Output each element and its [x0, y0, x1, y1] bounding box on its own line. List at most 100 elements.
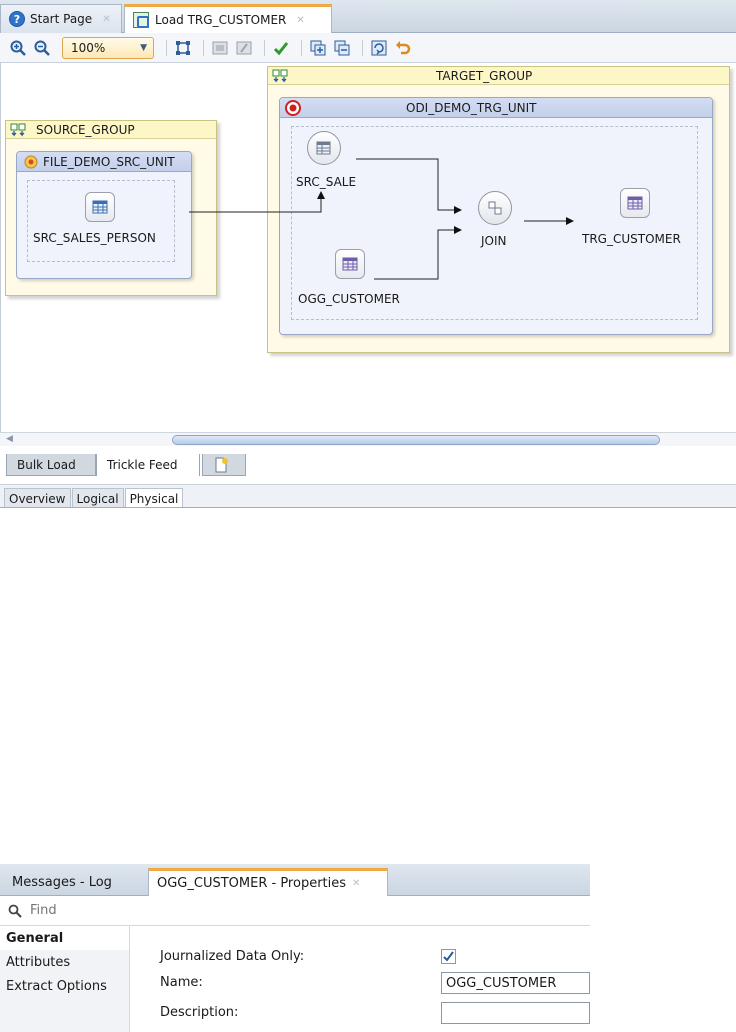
- target-group-title: TARGET_GROUP: [436, 68, 533, 83]
- datastore-icon: [316, 141, 331, 155]
- nav-label: Attributes: [6, 954, 71, 970]
- description-label: Description:: [160, 1005, 239, 1020]
- editor-tab-bar: ? Start Page ✕ Load TRG_CUSTOMER ✕: [0, 0, 736, 33]
- tab-label: Physical: [129, 491, 179, 506]
- tab-label: Trickle Feed: [107, 458, 178, 472]
- journalized-checkbox[interactable]: [441, 949, 456, 964]
- close-icon[interactable]: ✕: [102, 13, 111, 25]
- name-value: OGG_CUSTOMER: [446, 975, 557, 991]
- source-group-title: SOURCE_GROUP: [36, 122, 135, 137]
- tab-label: Load TRG_CUSTOMER: [155, 13, 287, 27]
- group-icon: [272, 69, 288, 83]
- node-label-join: JOIN: [481, 234, 507, 248]
- name-field[interactable]: OGG_CUSTOMER: [441, 972, 590, 994]
- tab-overview[interactable]: Overview: [4, 488, 71, 508]
- nav-item-attributes[interactable]: Attributes: [0, 950, 129, 974]
- source-node-ogg-customer[interactable]: [335, 249, 365, 279]
- undo-icon[interactable]: [393, 38, 413, 58]
- tab-label: Start Page: [30, 12, 93, 26]
- target-unit[interactable]: ODI_DEMO_TRG_UNIT SRC_SALE JOIN TRG_CUST…: [279, 97, 713, 335]
- tab-label: Bulk Load: [17, 457, 76, 472]
- checkmark-icon: [443, 951, 454, 962]
- connector-src-sales-person: [189, 191, 325, 213]
- collapse-all-icon[interactable]: [332, 38, 352, 58]
- properties-panel: Messages - Log OGG_CUSTOMER - Properties…: [0, 864, 590, 1032]
- source-node-src-sale[interactable]: [307, 131, 341, 165]
- join-icon: [488, 201, 502, 215]
- layout-icon[interactable]: [210, 38, 230, 58]
- target-unit-title: ODI_DEMO_TRG_UNIT: [406, 100, 537, 115]
- source-unit-header: FILE_DEMO_SRC_UNIT: [17, 152, 191, 172]
- fit-to-window-icon[interactable]: [173, 38, 193, 58]
- mapping-editor: ? Start Page ✕ Load TRG_CUSTOMER ✕ 100% …: [0, 0, 736, 508]
- target-icon: [285, 99, 301, 116]
- table-icon: [627, 196, 643, 210]
- zoom-in-icon[interactable]: [8, 38, 28, 58]
- file-datastore-icon: [24, 155, 38, 168]
- zoom-select[interactable]: 100% ▼: [62, 36, 154, 59]
- toolbar-separator: [203, 39, 204, 56]
- divider: [0, 507, 736, 508]
- node-label-src-sale: SRC_SALE: [296, 175, 357, 189]
- diagram-toolbar: 100% ▼: [0, 33, 736, 63]
- connector-src-sale-join: [356, 158, 462, 214]
- toolbar-separator: [166, 39, 167, 56]
- nav-item-general[interactable]: General: [0, 926, 129, 950]
- target-node-trg-customer[interactable]: [620, 188, 650, 218]
- connector-ogg-customer-join: [374, 226, 462, 280]
- nav-label: General: [6, 930, 64, 946]
- tab-physical[interactable]: Physical: [124, 488, 184, 508]
- tab-ogg-customer-properties[interactable]: OGG_CUSTOMER - Properties ✕: [148, 868, 388, 896]
- diagram-connectors: [189, 158, 574, 280]
- source-group[interactable]: SOURCE_GROUP FILE_DEMO_SRC_UNIT SRC_SALE…: [5, 120, 217, 296]
- properties-nav: General Attributes Extract Options: [0, 926, 130, 1032]
- group-icon: [10, 123, 26, 137]
- tab-start-page[interactable]: ? Start Page ✕: [0, 4, 122, 33]
- find-bar: [0, 896, 590, 926]
- source-group-header: SOURCE_GROUP: [6, 121, 216, 139]
- expand-all-icon[interactable]: [308, 38, 328, 58]
- scroll-left-icon[interactable]: ◀: [6, 434, 13, 444]
- tab-label: Logical: [76, 491, 119, 506]
- node-label-trg-customer: TRG_CUSTOMER: [582, 232, 681, 246]
- zoom-value: 100%: [71, 40, 106, 55]
- zoom-out-icon[interactable]: [32, 38, 52, 58]
- datastore-node[interactable]: [85, 192, 115, 222]
- source-unit-area: [27, 180, 175, 262]
- refresh-icon[interactable]: [369, 38, 389, 58]
- tab-messages-log[interactable]: Messages - Log: [4, 868, 120, 896]
- tab-trickle-feed[interactable]: Trickle Feed: [96, 454, 200, 476]
- grid-icon[interactable]: [234, 38, 254, 58]
- description-field[interactable]: [441, 1002, 590, 1024]
- source-unit[interactable]: FILE_DEMO_SRC_UNIT SRC_SALES_PERSON: [16, 151, 192, 279]
- nav-label: Extract Options: [6, 978, 107, 994]
- diagram-canvas[interactable]: SOURCE_GROUP FILE_DEMO_SRC_UNIT SRC_SALE…: [0, 63, 736, 432]
- join-node[interactable]: [478, 191, 512, 225]
- journalized-label: Journalized Data Only:: [160, 949, 305, 964]
- close-icon[interactable]: ✕: [296, 14, 305, 26]
- new-deployment-button[interactable]: [202, 454, 246, 476]
- node-label-ogg-customer: OGG_CUSTOMER: [298, 292, 400, 306]
- scrollbar-thumb[interactable]: [172, 435, 660, 445]
- node-label-src-sales-person: SRC_SALES_PERSON: [33, 231, 156, 245]
- tab-label: Overview: [9, 491, 66, 506]
- close-icon[interactable]: ✕: [352, 878, 361, 889]
- validate-icon[interactable]: [271, 38, 291, 58]
- name-label: Name:: [160, 975, 203, 990]
- nav-item-extract-options[interactable]: Extract Options: [0, 974, 129, 998]
- target-group[interactable]: TARGET_GROUP ODI_DEMO_TRG_UNIT SRC_SALE …: [267, 66, 730, 353]
- find-input[interactable]: [30, 903, 430, 918]
- properties-tab-bar: Messages - Log OGG_CUSTOMER - Properties…: [0, 864, 590, 896]
- help-icon: ?: [9, 11, 25, 27]
- deployment-tabs: Bulk Load Trickle Feed: [0, 446, 736, 480]
- tab-logical[interactable]: Logical: [71, 488, 124, 508]
- tab-bulk-load[interactable]: Bulk Load: [6, 454, 96, 476]
- target-group-header: TARGET_GROUP: [268, 67, 729, 85]
- view-tabs: Overview Logical Physical: [0, 484, 736, 508]
- toolbar-separator: [301, 39, 302, 56]
- horizontal-scrollbar[interactable]: ◀: [0, 432, 736, 446]
- tab-load-trg-customer[interactable]: Load TRG_CUSTOMER ✕: [124, 4, 332, 33]
- source-unit-title: FILE_DEMO_SRC_UNIT: [43, 154, 175, 169]
- target-unit-area: [291, 126, 698, 320]
- toolbar-separator: [264, 39, 265, 56]
